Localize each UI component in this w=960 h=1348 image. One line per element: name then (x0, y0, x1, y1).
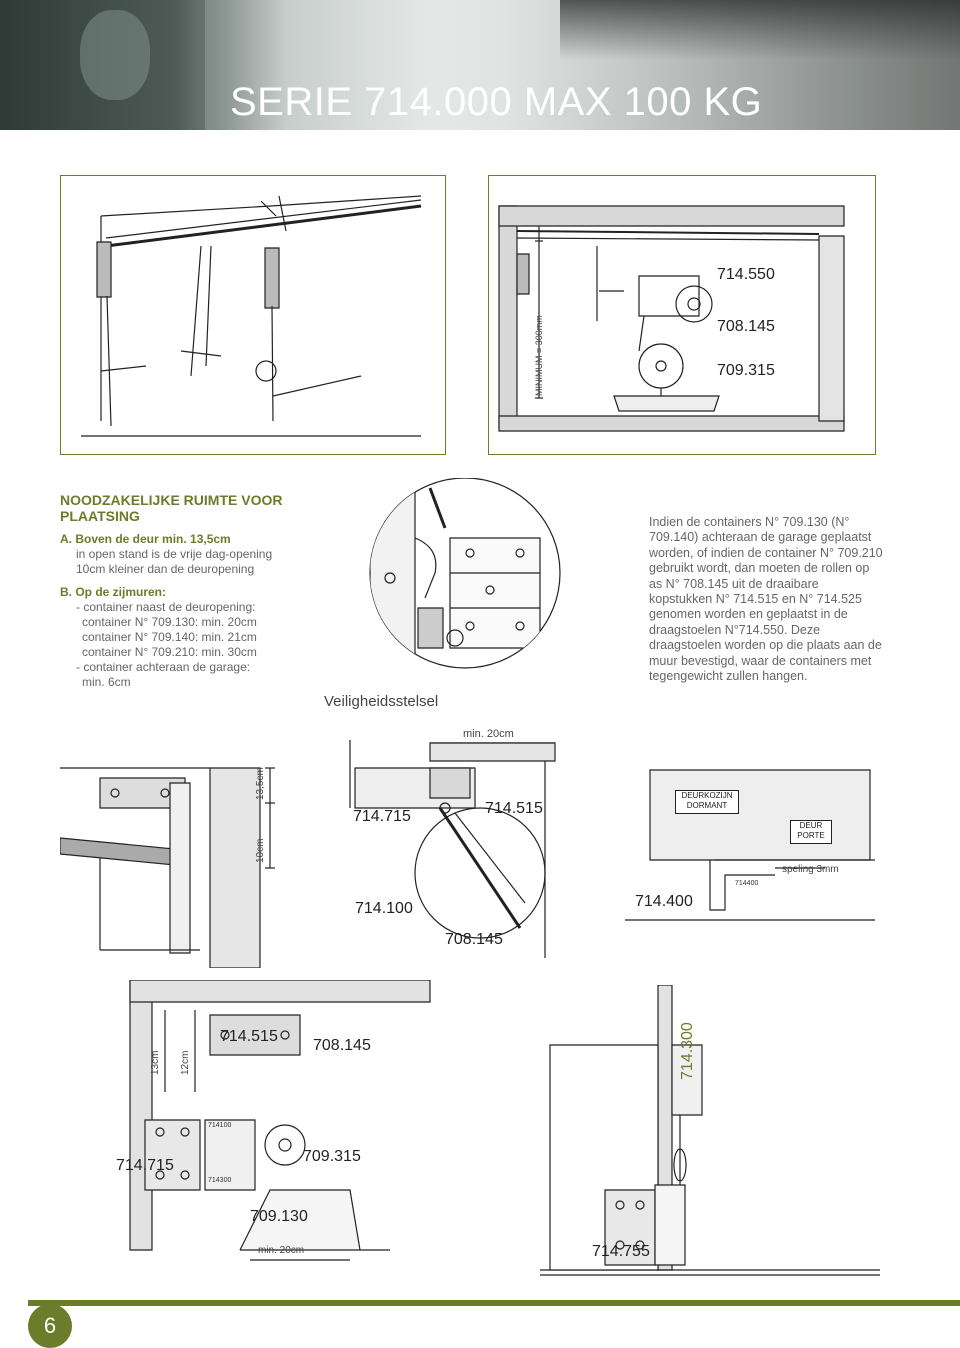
door-text-2: PORTE (797, 831, 825, 840)
requirements-text: NOODZAKELIJKE RUIMTE VOOR PLAATSING A. B… (60, 492, 300, 690)
rail-section-drawing: MINIMUM = 300mm (489, 176, 875, 454)
safety-detail (340, 478, 590, 688)
label-709315-bottom: 709.315 (303, 1148, 361, 1165)
requirements-heading: NOODZAKELIJKE RUIMTE VOOR PLAATSING (60, 492, 283, 524)
dim-13cm: 13cm (150, 1051, 161, 1075)
label-714300: 714.300 (679, 1022, 696, 1080)
label-714715: 714.715 (353, 808, 411, 825)
requirement-b-line2: container N° 709.130: min. 20cm (82, 615, 257, 629)
label-714715-bottom: 714.715 (116, 1157, 174, 1174)
panel-roller-detail: min. 20cm 714.715 714.515 714.100 708.14… (345, 728, 560, 968)
label-714400: 714.400 (635, 893, 693, 910)
safety-caption: Veiligheidsstelsel (324, 693, 439, 710)
requirement-b-line5: - container achteraan de garage: (76, 660, 251, 674)
door-frame-box: DEURKOZIJN DORMANT (675, 790, 739, 814)
requirement-b-line3: container N° 709.140: min. 21cm (82, 630, 257, 644)
label-709315: 709.315 (717, 362, 775, 379)
bottom-left-drawing: 13cm 12cm (100, 980, 440, 1280)
bottom-right-drawing: 714.300 (540, 985, 880, 1280)
panel-bottom-left: 13cm 12cm 714.515 708.145 714.715 709.31… (100, 980, 440, 1280)
frame-detail-drawing (625, 760, 875, 930)
door-frame-text-2: DORMANT (686, 801, 728, 810)
panel-rail-section: MINIMUM = 300mm 714.550 708.145 709.315 (488, 175, 876, 455)
header-photo: SERIE 714.000 MAX 100 KG (0, 0, 960, 130)
garage-overview-drawing (61, 176, 445, 454)
footer-bar (28, 1300, 960, 1306)
requirement-a-line1: in open stand is de vrije dag-opening (76, 547, 273, 561)
side-detail-drawing: 13,5cm 10cm (60, 767, 340, 968)
speling-label: speling 3mm (782, 864, 839, 875)
minimum-label: MINIMUM = 300mm (534, 315, 544, 396)
roller-detail-drawing (345, 728, 560, 968)
label-714515-bottom: 714.515 (220, 1028, 278, 1045)
panel-frame-detail: DEURKOZIJN DORMANT DEUR PORTE 714400 spe… (625, 760, 875, 930)
requirement-b-line1: - container naast de deuropening: (76, 600, 256, 614)
safety-detail-drawing (340, 478, 590, 688)
label-714100: 714.100 (355, 900, 413, 917)
label-709130-bottom: 709.130 (250, 1208, 308, 1225)
min-20cm-label: min. 20cm (463, 728, 514, 740)
dim-12cm: 12cm (180, 1051, 191, 1075)
small-714100: 714100 (208, 1122, 232, 1129)
panel-overview (60, 175, 446, 455)
door-text-1: DEUR (799, 821, 823, 830)
small-714400: 714400 (735, 880, 759, 887)
label-708145-mid: 708.145 (445, 931, 503, 948)
label-708145: 708.145 (717, 318, 775, 335)
door-frame-text-1: DEURKOZIJN (681, 791, 733, 800)
panel-bottom-right: 714.300 714.755 (540, 985, 880, 1280)
requirement-a-line2: 10cm kleiner dan de deuropening (76, 562, 255, 576)
label-714755: 714.755 (592, 1243, 650, 1260)
label-708145-bottom: 708.145 (313, 1037, 371, 1054)
small-714300: 714300 (208, 1177, 232, 1184)
min-20cm-bottom: min. 20cm (258, 1245, 305, 1256)
requirement-b-title: B. Op de zijmuren: (60, 585, 167, 599)
page-title: SERIE 714.000 MAX 100 KG (230, 80, 763, 124)
dim-13-5cm: 13,5cm (255, 767, 266, 800)
door-box: DEUR PORTE (790, 820, 832, 844)
panel-side-detail: 13,5cm 10cm (60, 738, 340, 968)
requirement-b-line4: container N° 709.210: min. 30cm (82, 645, 257, 659)
requirement-b-line6: min. 6cm (82, 675, 131, 689)
page-number: 6 (28, 1304, 72, 1348)
dim-10cm: 10cm (255, 839, 266, 863)
label-714550: 714.550 (717, 266, 775, 283)
label-714515: 714.515 (485, 800, 543, 817)
requirement-a-title: A. Boven de deur min. 13,5cm (60, 532, 231, 546)
info-text: Indien de containers N° 709.130 (N° 709.… (649, 515, 883, 684)
